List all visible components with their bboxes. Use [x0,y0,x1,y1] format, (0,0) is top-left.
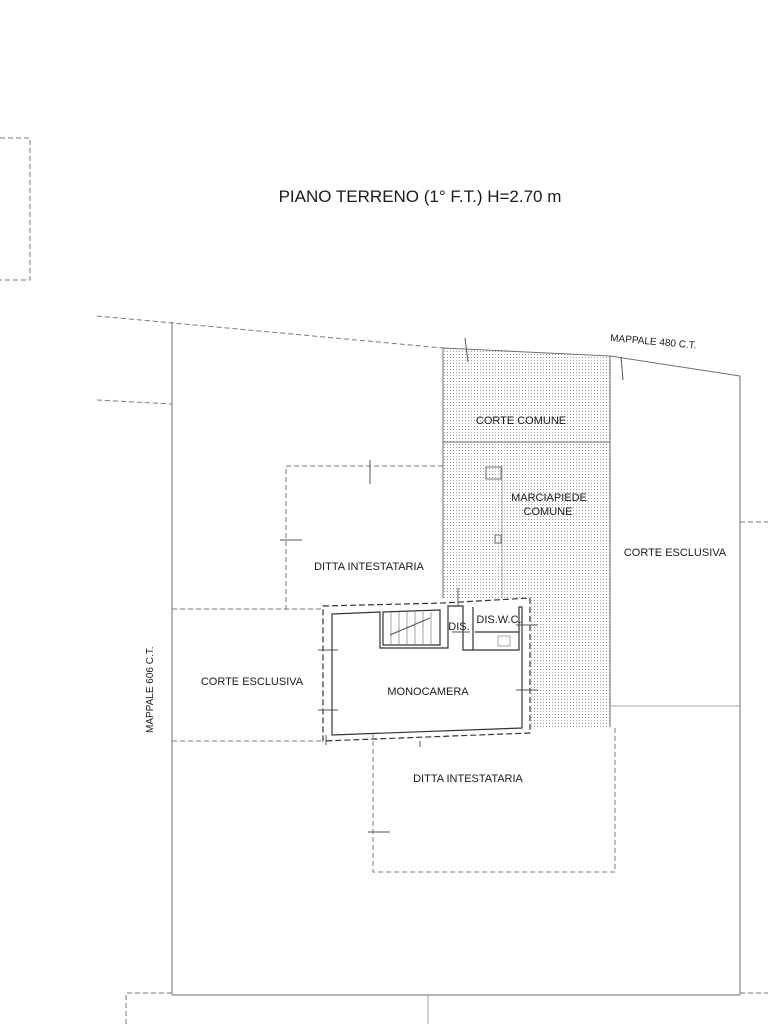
label-ditta-intestataria-bottom: DITTA INTESTATARIA [413,773,523,785]
label-marciapiede: MARCIAPIEDE [511,492,587,504]
ditta-intestataria-bottom-outline [372,727,616,873]
north-boundary-dashed [96,315,444,349]
door-ticks [325,588,459,747]
building-inner-wall [331,605,523,736]
stair-steps [390,612,432,645]
label-comune: COMUNE [524,506,573,518]
window-ticks [280,337,624,833]
label-corte-esclusiva-right: CORTE ESCLUSIVA [624,547,727,559]
marciapiede-comune-area [443,442,610,727]
plan-title: PIANO TERRENO (1° F.T.) H=2.70 m [279,187,562,206]
adjacent-parcel-outline [0,137,31,281]
wc-wall [472,607,519,650]
ditta-intestataria-top-outline [285,465,443,610]
corte-comune-area [443,348,610,442]
stair-block [382,609,441,646]
south-parcel-outline [125,992,768,1024]
label-corte-comune: CORTE COMUNE [476,415,566,427]
pillar-square [494,534,502,544]
label-ditta-intestataria-top: DITTA INTESTATARIA [314,561,424,573]
label-dis-wc: DIS.W.C. [476,614,521,626]
corte-esclusiva-left-outline [172,608,323,742]
label-mappale-606: MAPPALE 606 C.T. [145,646,156,733]
chimney-square [485,466,502,480]
label-dis: DIS. [448,621,469,633]
wc-fixture [497,635,511,647]
building-outer-wall [322,597,531,742]
label-monocamera: MONOCAMERA [387,686,469,698]
label-corte-esclusiva-left: CORTE ESCLUSIVA [201,676,304,688]
west-boundary-line [96,399,173,405]
label-mappale-480: MAPPALE 480 C.T. [610,333,697,351]
stair-direction-arrow [389,617,431,636]
